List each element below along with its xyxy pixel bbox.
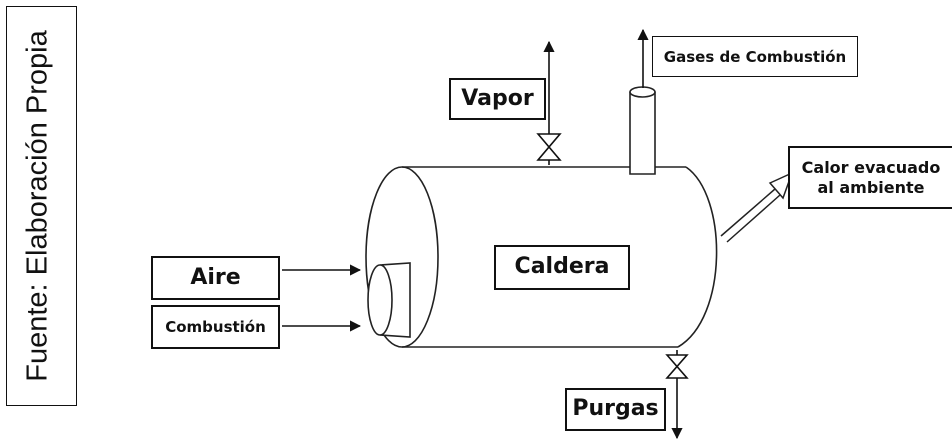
purge-label: Purgas: [565, 388, 666, 431]
chimney-top: [629, 86, 656, 98]
air-label: Aire: [151, 256, 280, 300]
inlets: [282, 264, 362, 332]
burner-face: [367, 264, 393, 336]
heat-loss: [720, 171, 794, 243]
gases-label: Gases de Combustión: [652, 36, 858, 77]
boiler-label: Caldera: [494, 245, 630, 290]
heat-arrow-line-b: [726, 194, 781, 243]
purge-valve-icon: [665, 354, 689, 379]
purge-outlet: [665, 350, 689, 440]
heat-loss-label-line1: Calor evacuado: [801, 158, 941, 178]
heat-loss-label-line2: al ambiente: [817, 177, 925, 197]
steam-outlet: [536, 40, 562, 165]
source-note-box: [6, 6, 77, 406]
boiler-back-end: [677, 166, 718, 348]
steam-valve-icon: [536, 133, 562, 161]
chimney: [629, 86, 656, 175]
vapor-label: Vapor: [449, 78, 546, 120]
heat-arrow-line-a: [720, 188, 776, 237]
heat-arrow-head: [768, 171, 794, 200]
heat-loss-label: Calor evacuado al ambiente: [788, 146, 952, 209]
burner: [367, 262, 411, 338]
fuel-label: Combustión: [151, 305, 280, 349]
chimney-body: [629, 92, 656, 175]
